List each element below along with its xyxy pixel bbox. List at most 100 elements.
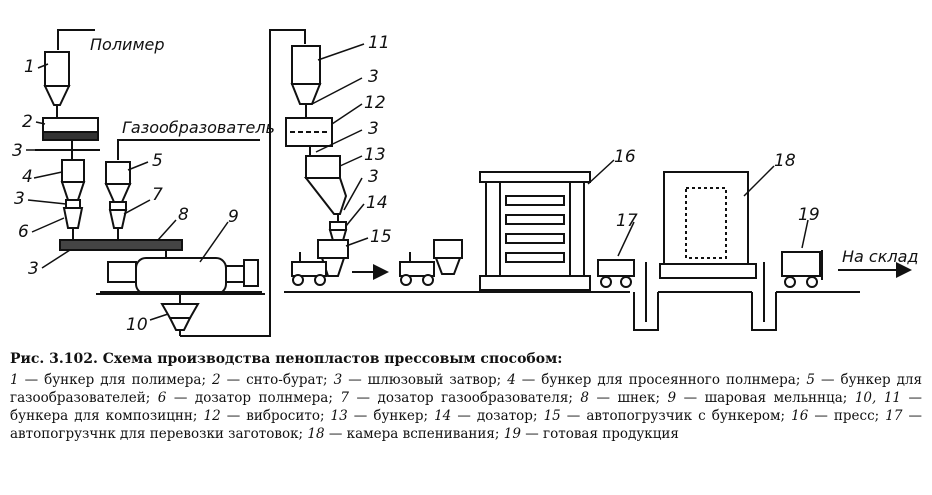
num-3a: 3 [12,141,23,161]
legend-item: 15 — автопогрузчик с бункером; [544,408,792,424]
finished-product-19 [781,250,823,288]
transfer-pipe-10-11 [180,29,306,337]
legend-item: 16 — пресс; [791,408,885,424]
legend-number: 9 [667,390,677,406]
legend-number: 7 [340,390,349,406]
lift-pit-left [633,262,659,331]
hopper-4 [60,159,86,209]
num-3f: 3 [368,167,379,187]
legend-text: — камера вспенивания; [324,426,504,442]
label-to-warehouse: На склад [842,247,918,266]
legend-text: — бункер для просеянного полнмера; [515,372,807,388]
forklift-with-hopper-15 [291,239,349,286]
blowing-agent-feed [117,139,260,160]
num-3e: 3 [368,119,379,139]
pipe-3 [35,149,100,160]
figure-caption: Рис. 3.102. Схема производства пенопласт… [10,350,922,443]
hopper-13 [303,155,348,222]
legend-number: 2 [212,372,221,388]
hopper-1 [43,51,71,118]
legend-number: 8 [580,390,589,406]
legend-text: — шаровая мельннца; [676,390,855,406]
legend-item: 6 — дозатор полнмера; [158,390,341,406]
legend-item: 3 — шлюзовый затвор; [334,372,508,388]
num-14: 14 [366,193,388,213]
process-diagram: Полимер Газообразователь [12,29,918,337]
legend-item: 1 — бункер для полимера; [10,372,212,388]
num-18: 18 [774,151,796,171]
legend-text: — дозатор газообразователя; [349,390,581,406]
hopper-11 [290,45,322,118]
legend-number: 13 [330,408,348,424]
hopper-10 [160,303,200,336]
legend-item: 10, 11 — бункера для композицнн; [10,390,922,424]
legend-text: — бункер для газообразователей; [10,372,922,406]
num-11: 11 [368,33,390,53]
num-1: 1 [24,57,35,77]
num-8: 8 [178,205,189,225]
legend-number: 18 [307,426,325,442]
legend-item: 18 — камера вспенивания; [307,426,503,442]
legend-text: — снто-бурат; [220,372,334,388]
legend-item: 19 — готовая продукция [504,426,679,442]
sieve-burat-2 [42,117,99,150]
polymer-feed-pipe [57,29,95,50]
legend-text: — автопогрузчик с бункером; [560,408,792,424]
legend-text: — шнек; [588,390,668,406]
foaming-chamber-18 [659,171,757,279]
num-3d: 3 [368,67,379,87]
legend-text: — бункер; [347,408,435,424]
legend-item: 2 — снто-бурат; [212,372,334,388]
num-19: 19 [798,205,820,225]
legend-number: 5 [806,372,815,388]
legend-text: — бункера для композицнн; [10,390,923,424]
legend-text: — пресс; [808,408,886,424]
num-9: 9 [228,207,239,227]
legend-text: — вибросито; [220,408,331,424]
num-7: 7 [152,185,163,205]
press-16 [479,171,591,291]
legend-item: 12 — вибросито; [204,408,331,424]
legend-text: — дозатор полнмера; [166,390,341,406]
legend-item: 9 — шаровая мельннца; [668,390,855,406]
num-12: 12 [364,93,386,113]
legend-number: 16 [791,408,809,424]
doser-6 [62,207,84,240]
doser-7 [108,201,128,240]
legend-number: 10, 11 [854,390,901,406]
legend-number: 6 [157,390,167,406]
legend-item: 7 — дозатор газообразователя; [340,390,580,406]
legend-number: 19 [503,426,521,442]
num-2: 2 [22,112,33,132]
legend-number: 3 [333,372,343,388]
legend-text: — готовая продукция [520,426,679,442]
vibrating-sieve-12 [285,117,333,156]
legend-number: 1 [10,372,19,388]
num-3c: 3 [28,259,39,279]
caption-title: Рис. 3.102. Схема производства пенопласт… [10,351,563,367]
num-3b: 3 [14,189,25,209]
num-15: 15 [370,227,392,247]
num-16: 16 [614,147,636,167]
forklift-second [399,239,463,286]
forklift-17 [597,259,635,288]
legend-text: — шлюзовый затвор; [342,372,508,388]
caption-legend: 1 — бункер для полимера; 2 — снто-бурат;… [10,371,922,443]
legend-text: — автопогрузчнк для перевозки заготовок; [10,408,923,442]
hopper-5 [104,161,132,203]
legend-item: 17 — автопогрузчнк для перевозки заготов… [10,408,922,442]
legend-text: — дозатор; [451,408,544,424]
legend-number: 12 [203,408,221,424]
num-13: 13 [364,145,386,165]
num-4: 4 [22,167,33,187]
legend-number: 14 [434,408,452,424]
legend-item: 4 — бункер для просеянного полнмера; [507,372,806,388]
legend-item: 5 — бункер для газообразователей; [10,372,922,406]
legend-number: 4 [507,372,516,388]
label-blowing-agent: Газообразователь [122,118,275,137]
leader-lines [26,43,809,321]
legend-number: 17 [885,408,903,424]
legend-item: 13 — бункер; [331,408,435,424]
legend-item: 8 — шнек; [580,390,667,406]
ball-mill-9 [100,257,262,304]
